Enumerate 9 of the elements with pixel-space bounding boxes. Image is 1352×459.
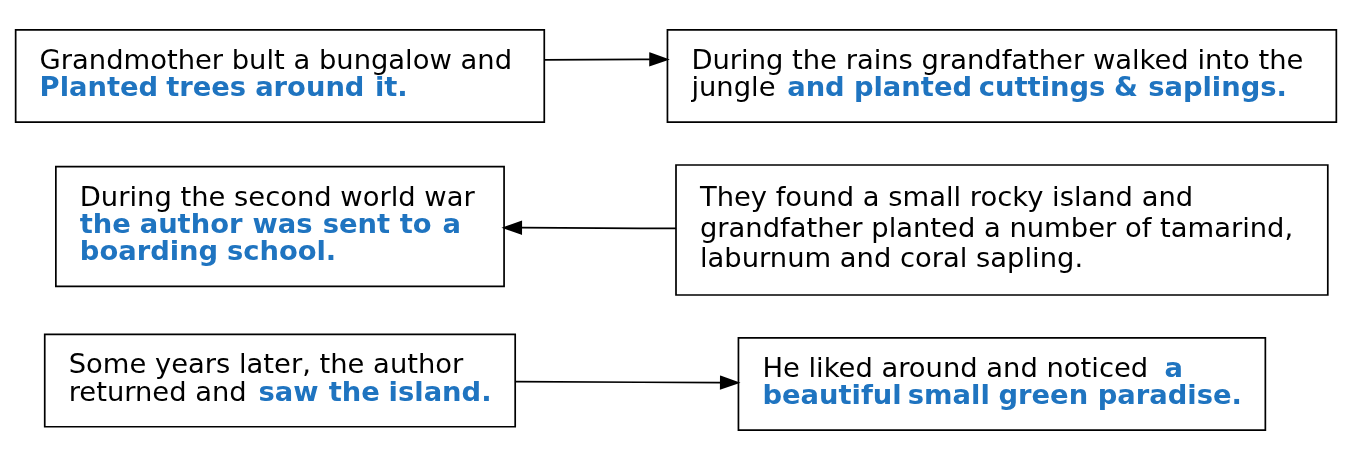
arrow <box>501 220 677 235</box>
node-box: They found a small rocky island and grandfather planted a number of tamarind, laburnum and coral sapling. <box>675 163 1329 296</box>
node-box: During the second world war the author was sent to a boarding school. <box>55 165 505 287</box>
node-box: During the rains grandfather walked into the jungle and planted cuttings & saplings. <box>666 28 1338 123</box>
arrow <box>514 374 741 390</box>
arrow <box>543 51 670 67</box>
node-box: He liked around and noticed a beautiful small green paradise. <box>737 336 1267 431</box>
node-box: Grandmother bult a bungalow and Planted trees around it. <box>14 28 546 123</box>
node-box: Some years later, the author returned and saw the island. <box>43 333 517 428</box>
